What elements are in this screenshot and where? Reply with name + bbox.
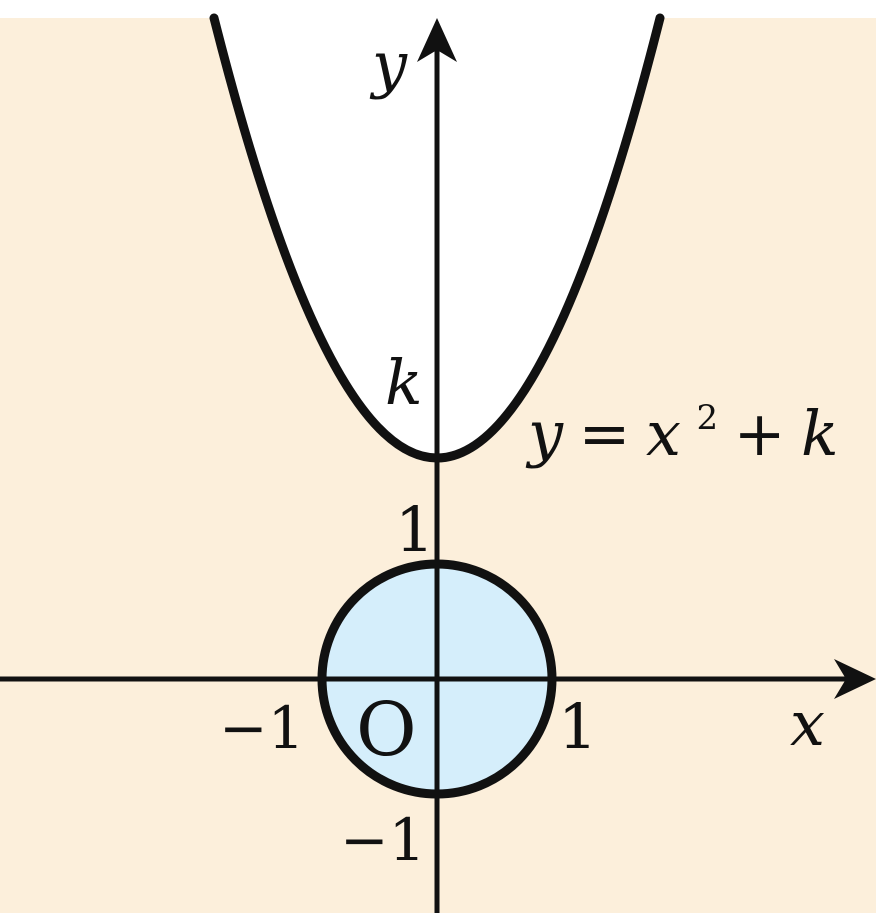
equation-exponent: 2 — [696, 398, 718, 438]
equation-plus: + — [734, 397, 786, 470]
x-axis-label: x — [790, 687, 825, 760]
x-tick-neg1: −1 — [219, 694, 305, 762]
equation-k: k — [801, 397, 839, 470]
unit-circle — [317, 559, 557, 799]
x-axis-arrowhead — [834, 659, 876, 699]
equation-label: y = x 2 + k — [525, 375, 839, 470]
k-label: k — [385, 346, 423, 419]
y-axis-label: y — [369, 28, 408, 101]
equation-lhs: y — [525, 397, 564, 470]
y-tick-1: 1 — [395, 493, 434, 566]
equation-equals: = — [579, 397, 631, 470]
equation-base: x — [646, 397, 681, 470]
parabola-curve — [209, 13, 665, 463]
y-axis-arrowhead — [417, 18, 457, 62]
x-tick-1: 1 — [558, 690, 597, 763]
y-tick-neg1: −1 — [340, 806, 426, 874]
origin-label: O — [356, 687, 417, 773]
